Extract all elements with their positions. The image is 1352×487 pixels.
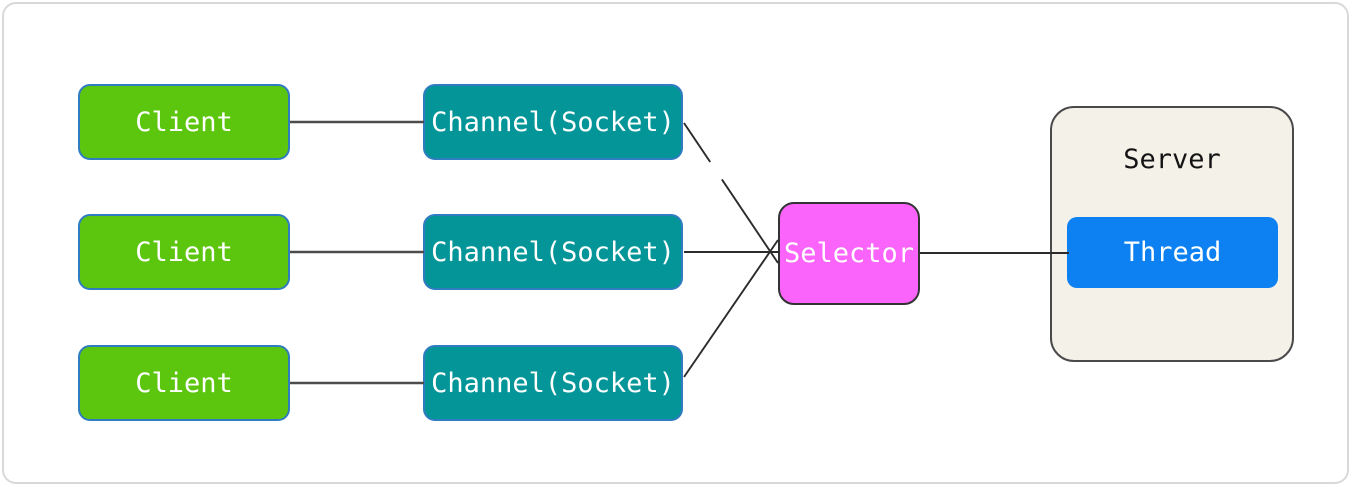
channel-3-label: Channel(Socket) [431, 367, 675, 399]
edge-channel1-selector [683, 122, 779, 264]
node-client-1: Client [78, 84, 290, 160]
selector-label: Selector [783, 238, 915, 269]
node-client-3: Client [78, 345, 290, 421]
node-channel-1: Channel(Socket) [423, 84, 683, 160]
thread-label: Thread [1123, 237, 1222, 268]
node-selector: Selector [778, 202, 920, 305]
edge-channel3-selector [683, 239, 779, 378]
client-1-label: Client [135, 106, 233, 138]
node-channel-2: Channel(Socket) [423, 214, 683, 290]
channel-2-label: Channel(Socket) [431, 236, 675, 268]
client-2-label: Client [135, 236, 233, 268]
channel-1-label: Channel(Socket) [431, 106, 675, 138]
node-client-2: Client [78, 214, 290, 290]
client-3-label: Client [135, 367, 233, 399]
server-label: Server [1123, 144, 1221, 175]
node-thread: Thread [1067, 217, 1278, 288]
node-channel-3: Channel(Socket) [423, 345, 683, 421]
